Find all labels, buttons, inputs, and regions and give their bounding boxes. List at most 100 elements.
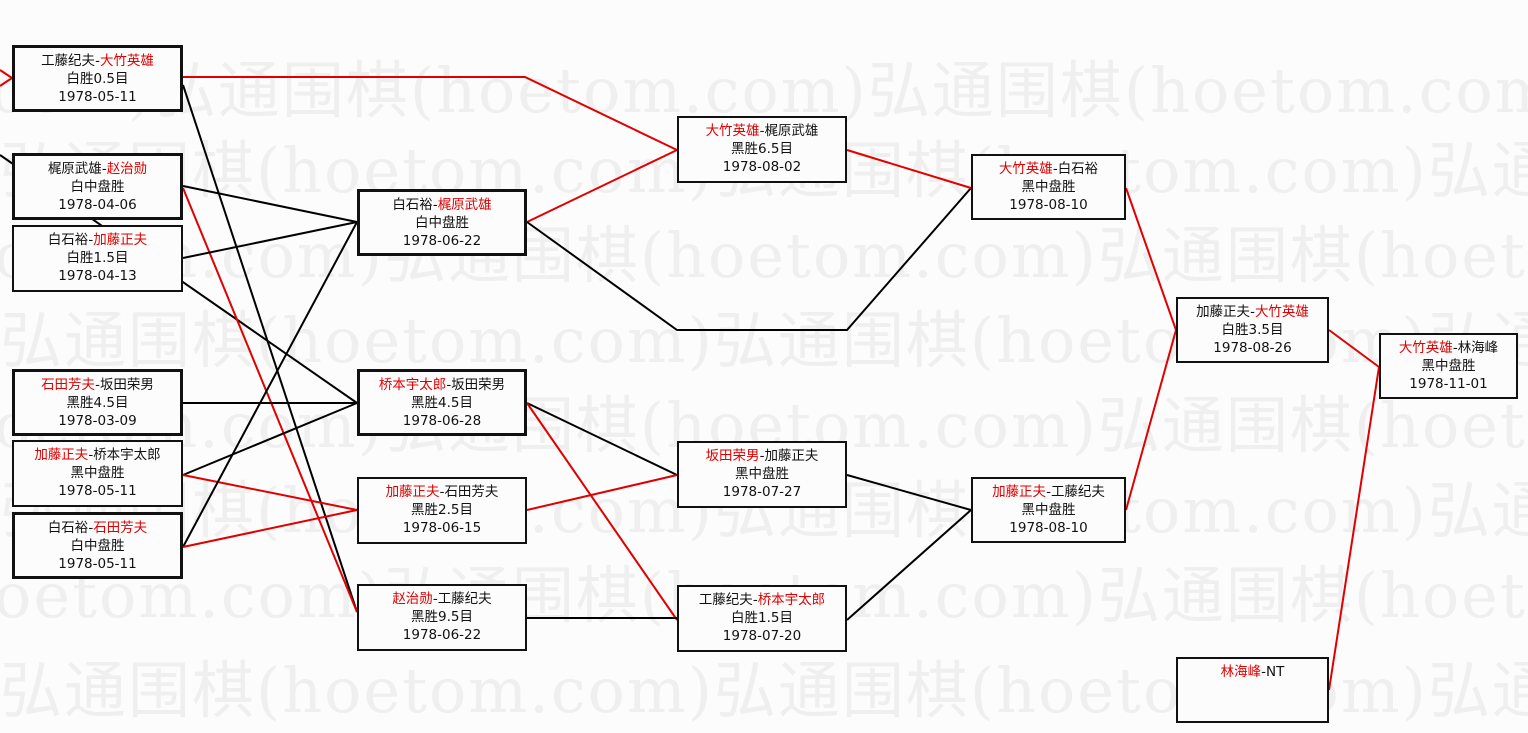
match-players: 工藤纪夫-大竹英雄 <box>15 52 180 70</box>
connector <box>182 185 358 223</box>
match-players: 工藤纪夫-桥本宇太郎 <box>679 591 845 609</box>
match-box: 大竹英雄-白石裕黑中盘胜 1978-08-10 <box>971 154 1126 220</box>
match-players: 林海峰-NT <box>1178 663 1327 681</box>
separator: - <box>1250 304 1255 320</box>
match-result: 黑中盘胜 <box>1021 502 1076 518</box>
separator: - <box>1052 161 1058 177</box>
player-black: 加藤正夫 <box>385 484 440 500</box>
match-result: 白中盘胜 <box>70 179 125 195</box>
match-players: 石田芳夫-坂田荣男 <box>15 376 180 394</box>
player-black: 白石裕 <box>47 232 89 248</box>
separator: - <box>1452 340 1458 356</box>
separator: - <box>752 592 758 608</box>
player-black: 林海峰 <box>1220 664 1262 680</box>
match-box: 林海峰-NT <box>1176 657 1329 723</box>
match-date: 1978-08-10 <box>1009 520 1088 536</box>
match-players: 大竹英雄-梶原武雄 <box>679 122 845 140</box>
separator: - <box>101 161 107 177</box>
match-date: 1978-04-13 <box>58 268 137 284</box>
connector-win <box>182 187 358 613</box>
connector-win <box>182 474 358 511</box>
watermark-text: 弘通围棋(hoetom.com)弘通围棋(hoetom.com)弘通围棋(hoe… <box>0 219 1528 292</box>
connector-win <box>846 149 972 189</box>
separator: - <box>1261 664 1266 680</box>
match-result: 白中盘胜 <box>70 538 125 554</box>
player-black: 加藤正夫 <box>34 447 89 463</box>
connector-win <box>183 76 678 151</box>
player-white: 工藤纪夫 <box>437 591 492 607</box>
arrow-in-line <box>0 69 14 87</box>
connector <box>526 187 972 331</box>
separator: - <box>88 447 94 463</box>
match-date: 1978-08-10 <box>1009 197 1088 213</box>
player-white: 赵治勋 <box>106 161 148 177</box>
separator: - <box>759 123 765 139</box>
separator: - <box>432 591 438 607</box>
separator: - <box>95 53 100 69</box>
player-black: 梶原武雄 <box>47 161 102 177</box>
player-black: 大竹英雄 <box>705 123 760 139</box>
player-white: 加藤正夫 <box>93 232 148 248</box>
watermark-text: 弘通围棋(hoetom.com)弘通围棋(hoetom.com)弘通围棋(hoe… <box>0 54 1528 127</box>
match-players: 白石裕-梶原武雄 <box>360 196 524 214</box>
player-white: 林海峰 <box>1457 340 1499 356</box>
player-black: 工藤纪夫 <box>41 53 96 69</box>
separator: - <box>432 197 438 213</box>
match-date: 1978-08-02 <box>722 159 802 175</box>
connector <box>182 402 358 476</box>
match-players: 白石裕-加藤正夫 <box>14 231 181 249</box>
player-white: NT <box>1266 664 1285 680</box>
match-players: 桥本宇太郎-坂田荣男 <box>360 376 524 394</box>
match-players: 梶原武雄-赵治勋 <box>15 160 180 178</box>
player-white: 梶原武雄 <box>764 123 819 139</box>
match-players: 加藤正夫-工藤纪夫 <box>973 483 1124 501</box>
match-result: 黑胜9.5目 <box>411 609 473 625</box>
match-date: 1978-08-26 <box>1213 340 1292 356</box>
player-black: 加藤正夫 <box>992 484 1047 500</box>
connector <box>182 221 358 548</box>
player-white: 坂田荣男 <box>451 377 506 393</box>
separator: - <box>88 520 94 536</box>
match-result: 黑中盘胜 <box>70 465 125 481</box>
separator: - <box>88 232 94 248</box>
player-white: 梶原武雄 <box>437 197 492 213</box>
player-white: 大竹英雄 <box>1254 304 1309 320</box>
connector <box>846 509 972 621</box>
match-date: 1978-07-27 <box>722 484 802 500</box>
match-date: 1978-05-11 <box>58 556 137 572</box>
connector-win <box>182 509 358 548</box>
player-black: 赵治勋 <box>392 591 433 607</box>
connector <box>846 474 972 511</box>
connector-win <box>526 402 678 621</box>
match-result: 黑中盘胜 <box>1021 179 1076 195</box>
match-date: 1978-06-22 <box>402 627 482 643</box>
match-players: 坂田荣男-加藤正夫 <box>679 447 845 465</box>
separator: - <box>759 448 765 464</box>
player-black: 坂田荣男 <box>705 448 760 464</box>
match-result: 白胜0.5目 <box>66 71 129 87</box>
match-date: 1978-06-15 <box>402 520 482 536</box>
separator: - <box>439 484 445 500</box>
connector <box>526 402 678 476</box>
player-white: 白石裕 <box>1057 161 1099 177</box>
player-black: 桥本宇太郎 <box>378 377 447 393</box>
connector-win <box>1125 329 1177 511</box>
match-players: 加藤正夫-石田芳夫 <box>359 483 525 501</box>
match-date: 1978-04-06 <box>58 197 137 213</box>
player-white: 桥本宇太郎 <box>93 447 161 463</box>
match-result: 白胜3.5目 <box>1221 322 1284 338</box>
connector <box>182 221 358 259</box>
separator: - <box>95 377 100 393</box>
match-players: 大竹英雄-白石裕 <box>973 160 1124 178</box>
connector-win <box>1125 187 1177 331</box>
player-white: 桥本宇太郎 <box>757 592 826 608</box>
